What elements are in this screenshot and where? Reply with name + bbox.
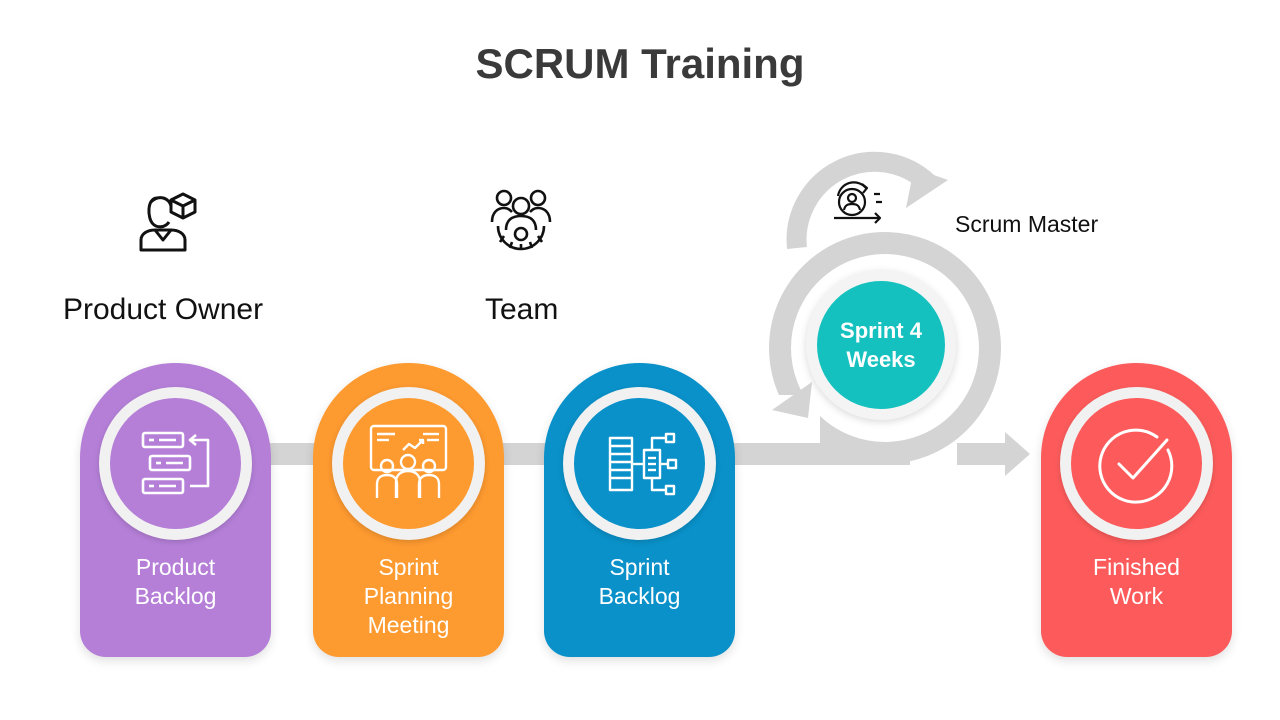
exit-line xyxy=(957,443,1009,465)
scrum-master-icon xyxy=(834,181,882,224)
product-owner-icon xyxy=(139,192,197,252)
stage-ring xyxy=(332,387,485,540)
role-product-owner: Product Owner xyxy=(63,293,264,326)
stage-label: Sprint Planning Meeting xyxy=(363,554,454,638)
sprint-line-1: Sprint 4 xyxy=(840,318,922,343)
stage-ring xyxy=(99,387,252,540)
stage-card-finished-work: Finished Work xyxy=(1041,363,1232,657)
stage-label: Product Backlog xyxy=(134,554,217,609)
role-scrum-master: Scrum Master xyxy=(955,211,1099,237)
stage-ring xyxy=(563,387,716,540)
team-icon xyxy=(490,189,552,251)
sprint-badge: Sprint 4 Weeks xyxy=(817,281,945,409)
backlog-icon xyxy=(141,431,210,495)
stage-card-sprint-planning: Sprint Planning Meeting xyxy=(313,363,504,657)
stage-label: Finished Work xyxy=(1093,554,1180,609)
sprint-circle: Sprint 4 Weeks xyxy=(806,270,956,420)
stage-label: Sprint Backlog xyxy=(598,554,681,609)
loop-arrow-icon xyxy=(772,382,812,418)
arc-arrow-icon xyxy=(906,168,948,208)
sprint-loop xyxy=(769,232,1001,464)
planning-meeting-icon xyxy=(369,424,448,498)
sprint-line-2: Weeks xyxy=(846,347,916,372)
stage-card-sprint-backlog: Sprint Backlog xyxy=(544,363,735,657)
scrum-master-arc xyxy=(786,151,935,250)
stage-icon-circle xyxy=(574,398,705,529)
stage-icon-circle xyxy=(343,398,474,529)
stage-card-product-backlog: Product Backlog xyxy=(80,363,271,657)
stage-icon-circle xyxy=(1071,398,1202,529)
sprint-backlog-icon xyxy=(608,432,678,496)
role-team: Team xyxy=(485,293,559,326)
exit-arrow-icon xyxy=(1005,432,1030,476)
checkmark-icon xyxy=(1098,428,1174,504)
page-title: SCRUM Training xyxy=(475,40,805,87)
stage-ring xyxy=(1060,387,1213,540)
stage-icon-circle xyxy=(110,398,241,529)
